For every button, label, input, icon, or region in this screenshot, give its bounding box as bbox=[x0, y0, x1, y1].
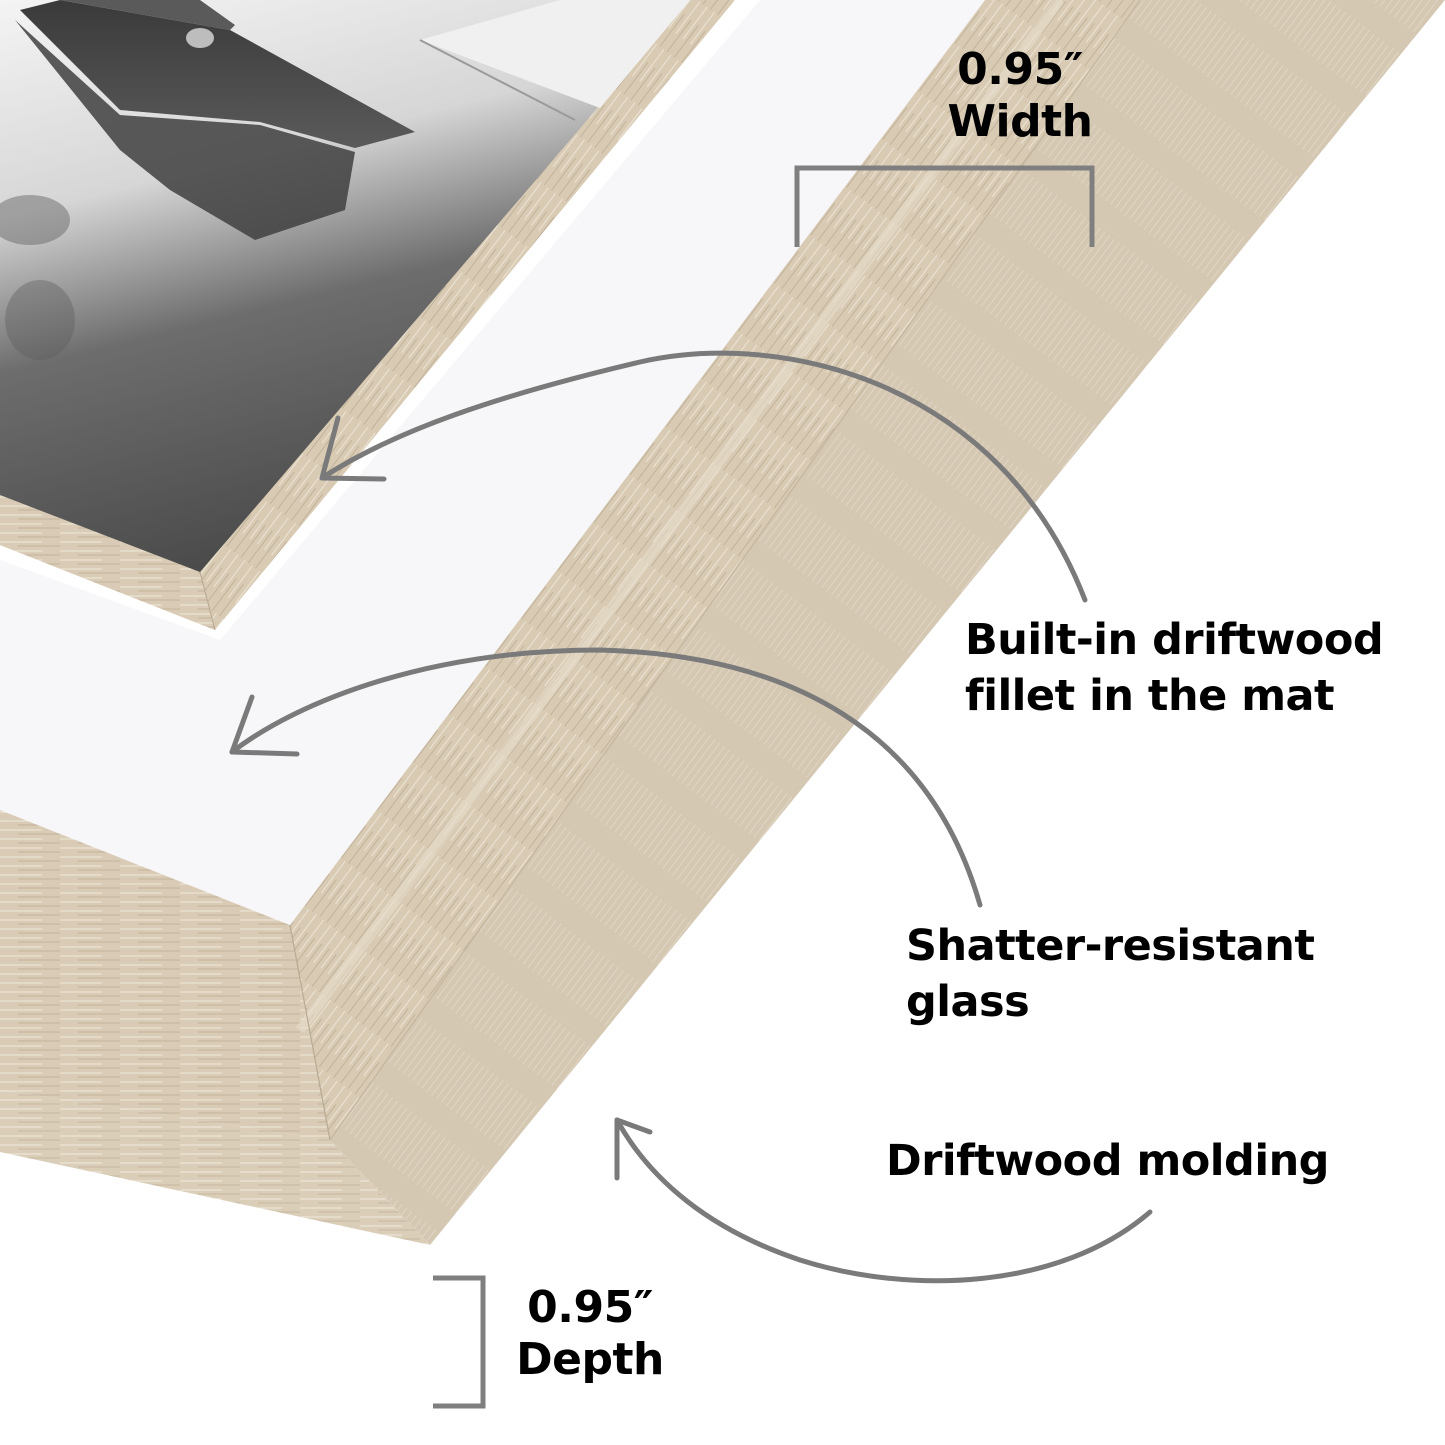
glass-line1: Shatter-resistant bbox=[906, 921, 1315, 971]
molding-face-right bbox=[290, 0, 1140, 1140]
fillet-callout: Built-in driftwood fillet in the mat bbox=[965, 612, 1384, 724]
glass-arrow bbox=[229, 647, 983, 908]
molding-side-bottom bbox=[0, 1090, 430, 1245]
fillet-line1: Built-in driftwood bbox=[965, 615, 1384, 665]
width-callout: 0.95″ Width bbox=[942, 44, 1098, 148]
depth-callout: 0.95″ Depth bbox=[510, 1282, 670, 1386]
depth-label: Depth bbox=[516, 1334, 664, 1385]
molding-label: Driftwood molding bbox=[886, 1136, 1329, 1186]
width-label: Width bbox=[947, 96, 1093, 147]
molding-side-right bbox=[330, 0, 1445, 1245]
molding-callout: Driftwood molding bbox=[886, 1136, 1329, 1186]
molding-arrow bbox=[614, 1117, 1153, 1284]
molding-face-bottom bbox=[0, 810, 330, 1140]
fillet-arrow bbox=[319, 350, 1088, 603]
fillet-line2: fillet in the mat bbox=[965, 671, 1335, 721]
depth-bracket bbox=[433, 1275, 486, 1409]
glass-callout: Shatter-resistant glass bbox=[906, 918, 1315, 1030]
boat bbox=[20, 0, 415, 148]
width-bracket bbox=[794, 165, 1095, 247]
depth-value: 0.95″ bbox=[527, 1282, 653, 1333]
width-value: 0.95″ bbox=[957, 44, 1083, 95]
glass-line2: glass bbox=[906, 977, 1030, 1027]
